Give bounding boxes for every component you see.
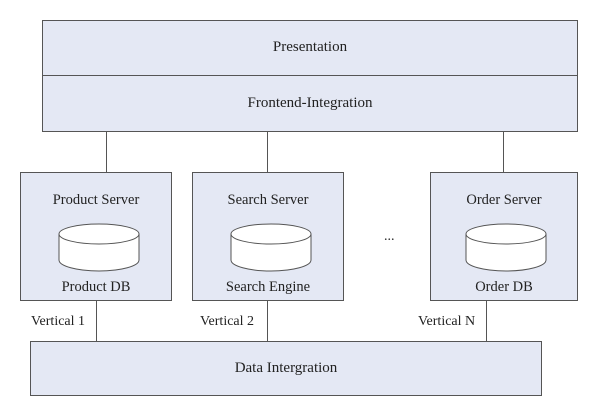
connector-product-bottom [96,301,97,341]
ellipsis: ... [384,229,395,244]
product-db-label: Product DB [61,279,131,295]
order-server-title: Order Server [466,192,542,208]
search-server-title: Search Server [227,192,309,208]
connector-order-bottom [486,301,487,341]
connector-order-top [503,132,504,172]
data-integration-label: Data Intergration [234,360,338,376]
database-icon [230,223,312,272]
vertical-1-label: Vertical 1 [31,314,86,329]
frontend-integration-label: Frontend-Integration [247,95,373,111]
vertical-n-label: Vertical N [418,314,476,329]
presentation-layer: Presentation [42,20,578,76]
product-server-box: Product Server Product DB [20,172,172,301]
order-server-box: Order Server Order DB [430,172,578,301]
vertical-2-label: Vertical 2 [200,314,255,329]
connector-search-top [267,132,268,172]
database-icon [465,223,547,272]
search-engine-label: Search Engine [225,279,311,295]
order-db-label: Order DB [475,279,533,295]
connector-product-top [106,132,107,172]
connector-search-bottom [267,301,268,341]
database-icon [58,223,140,272]
data-integration-layer: Data Intergration [30,341,542,396]
frontend-integration-layer: Frontend-Integration [42,75,578,132]
product-server-title: Product Server [52,192,140,208]
presentation-label: Presentation [272,39,348,55]
search-server-box: Search Server Search Engine [192,172,344,301]
